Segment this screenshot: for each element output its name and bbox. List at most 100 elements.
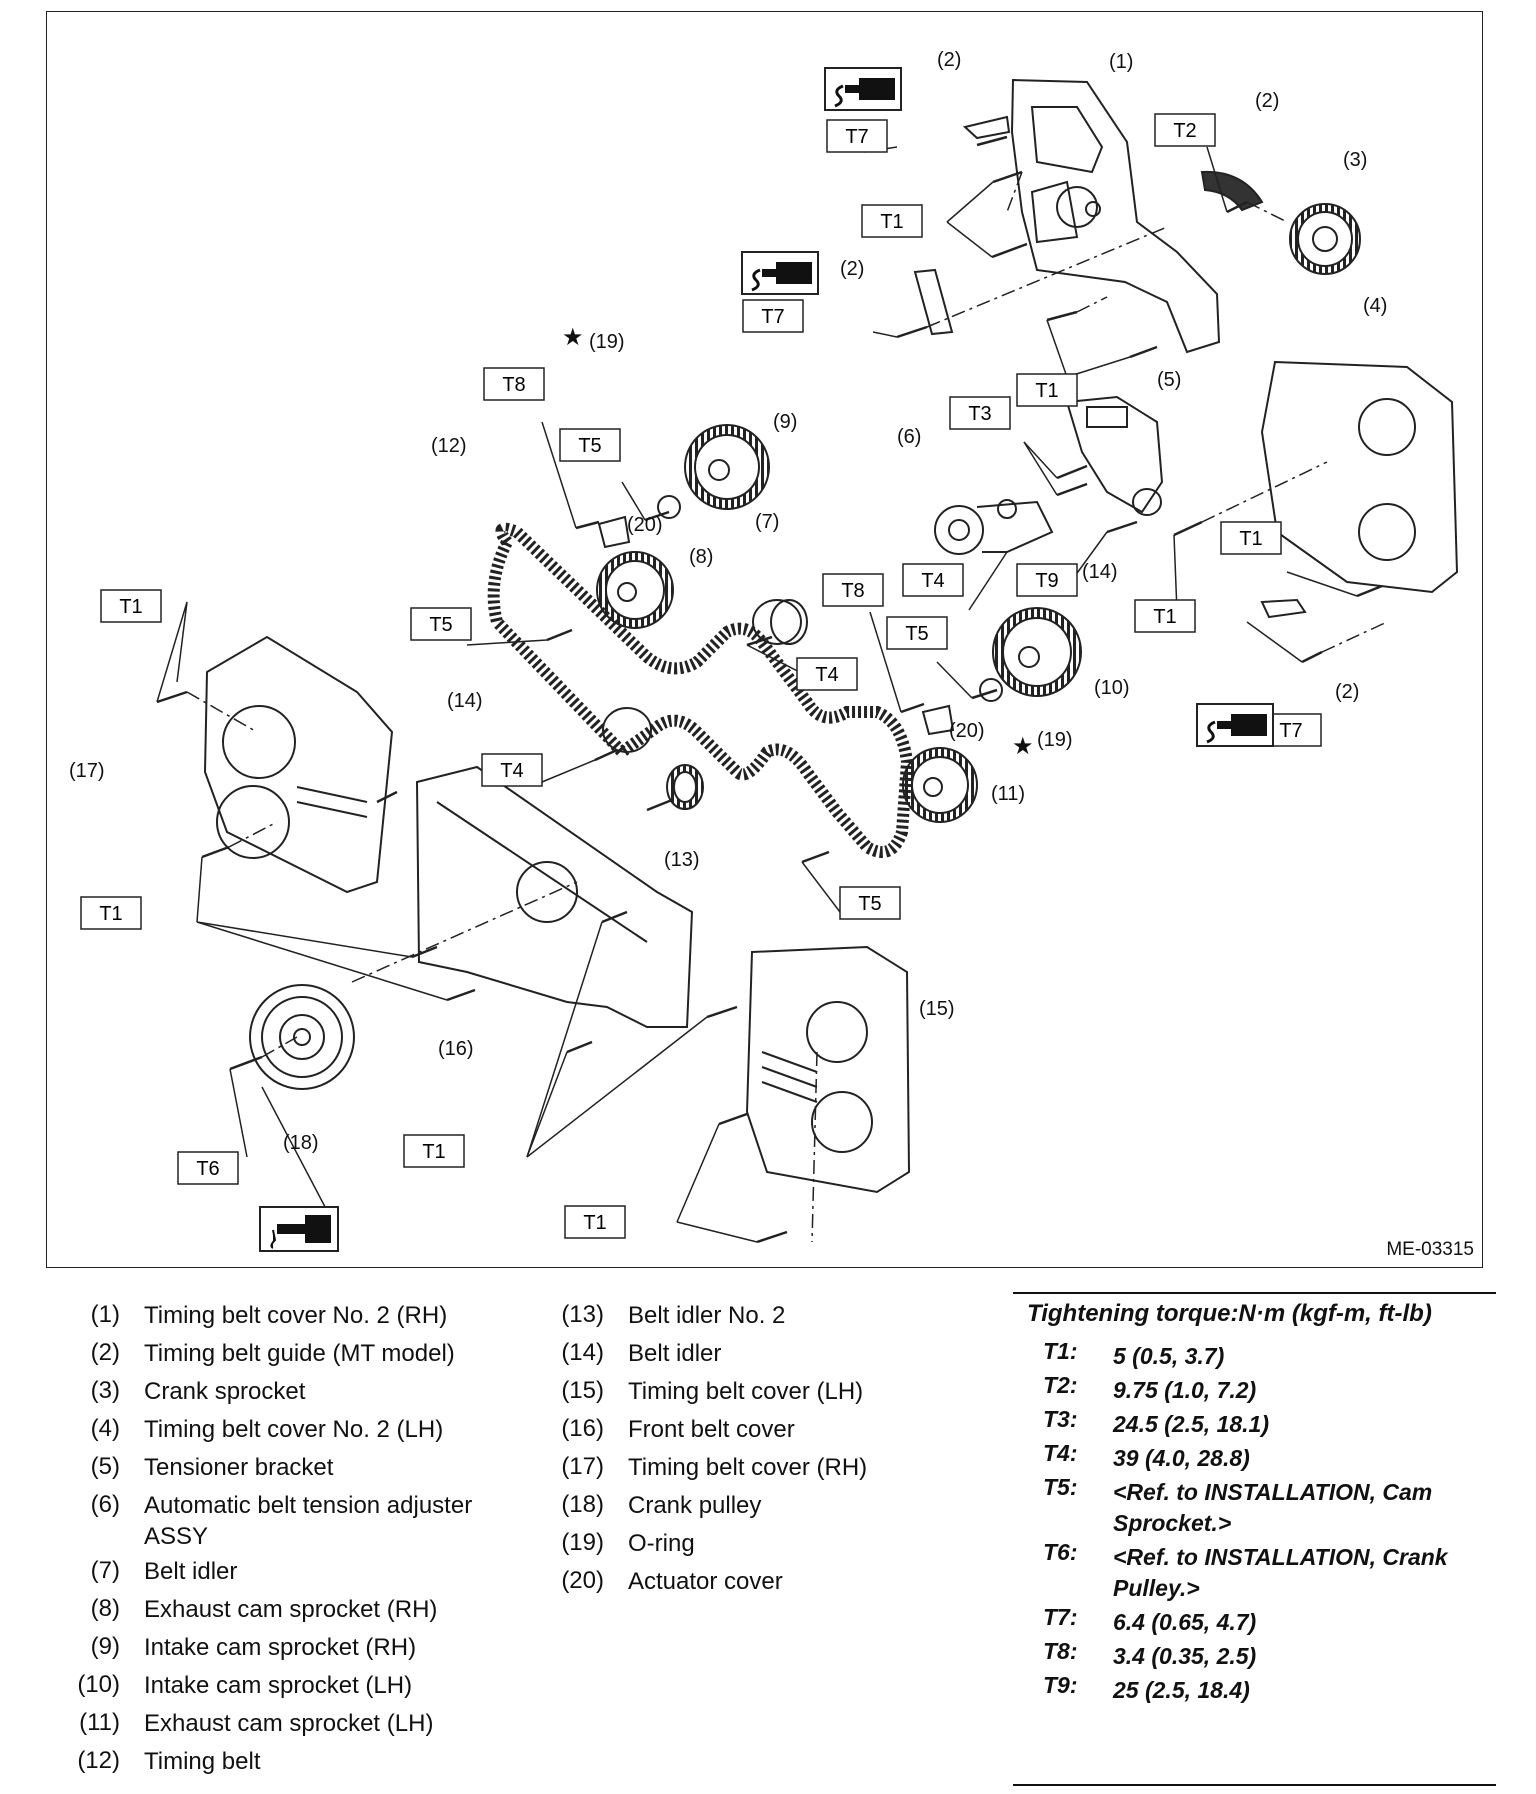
torque-tag-t7: T7 xyxy=(845,126,868,148)
callout-20: (20) xyxy=(627,514,663,536)
legend-part-name: Timing belt guide (MT model) xyxy=(144,1340,455,1367)
torque-value: 3.4 (0.35, 2.5) xyxy=(1113,1643,1257,1669)
replace-star-icon: ★ xyxy=(562,324,584,351)
callout-2: (2) xyxy=(840,258,864,280)
legend-part-name: Intake cam sprocket (RH) xyxy=(144,1634,417,1661)
legend-part-name: Timing belt xyxy=(144,1748,261,1775)
legend-left-column: (1)Timing belt cover No. 2 (RH)(2)Timing… xyxy=(48,1296,518,1780)
torque-value: 25 (2.5, 18.4) xyxy=(1113,1677,1250,1703)
torque-row: T8:3.4 (0.35, 2.5) xyxy=(1043,1638,1493,1672)
legend-number: (3) xyxy=(90,1377,120,1404)
belt-guide-part-a xyxy=(962,115,1011,140)
legend-number: (4) xyxy=(90,1415,120,1442)
torque-row: T6:<Ref. to INSTALLATION, Crank Pulley.> xyxy=(1043,1539,1493,1604)
torque-code: T9: xyxy=(1043,1672,1078,1698)
belt-guide-part-d xyxy=(1260,598,1307,619)
torque-row: T7:6.4 (0.65, 4.7) xyxy=(1043,1604,1493,1638)
legend-number: (16) xyxy=(561,1415,604,1442)
legend-part-name: Exhaust cam sprocket (RH) xyxy=(144,1596,438,1623)
torque-tag-t7: T7 xyxy=(1279,720,1302,742)
legend-number: (1) xyxy=(90,1301,120,1328)
legend-row: (14)Belt idler xyxy=(532,1334,972,1372)
torque-row: T9: 25 (2.5, 18.4) xyxy=(1043,1672,1493,1706)
callout-8: (8) xyxy=(689,546,713,568)
legend-row: (9)Intake cam sprocket (RH) xyxy=(48,1628,518,1666)
torque-top-rule xyxy=(1013,1292,1496,1294)
torque-tag-t5: T5 xyxy=(905,623,928,645)
liquid-gasket-icon-group xyxy=(259,67,1274,1252)
callout-14: (14) xyxy=(1082,561,1118,583)
exploded-diagram: T7 T2 T1 T7 T1 T3 T8 T5 T4 T9 T1 T1 T5 xyxy=(46,11,1483,1268)
torque-bottom-rule xyxy=(1013,1784,1496,1786)
torque-title: Tightening torque:N·m (kgf-m, ft-lb) xyxy=(1027,1300,1432,1327)
legend-number: (15) xyxy=(561,1377,604,1404)
torque-code: T7: xyxy=(1043,1604,1078,1630)
legend-number: (20) xyxy=(561,1567,604,1594)
legend-number: (18) xyxy=(561,1491,604,1518)
legend-row: (5)Tensioner bracket xyxy=(48,1448,518,1486)
torque-tag-t1: T1 xyxy=(1239,528,1262,550)
torque-row: T2:9.75 (1.0, 7.2) xyxy=(1043,1372,1493,1406)
belt-idler-no2-part xyxy=(666,764,704,810)
front-belt-cover-part xyxy=(415,765,694,1028)
callout-15: (15) xyxy=(919,998,955,1020)
crank-pulley-part xyxy=(249,984,355,1090)
legend-row: (20) Actuator cover xyxy=(532,1562,972,1600)
callout-13: (13) xyxy=(664,849,700,871)
torque-tag-t1: T1 xyxy=(119,596,142,618)
legend-number: (10) xyxy=(77,1671,120,1698)
legend-number: (2) xyxy=(90,1339,120,1366)
torque-value: 9.75 (1.0, 7.2) xyxy=(1113,1377,1257,1403)
torque-code: T1: xyxy=(1043,1338,1078,1364)
legend-number: (8) xyxy=(90,1595,120,1622)
leader-lines xyxy=(156,146,1358,1243)
torque-tag-t1: T1 xyxy=(1035,380,1058,402)
actuator-cover-part-b xyxy=(921,704,955,736)
legend-part-name: Crank sprocket xyxy=(144,1378,306,1405)
callout-19: (19) xyxy=(589,331,625,353)
legend-row: (15)Timing belt cover (LH) xyxy=(532,1372,972,1410)
timing-belt-cover-rh-part xyxy=(203,635,394,894)
legend-row: (19)O-ring xyxy=(532,1524,972,1562)
torque-tag-t7: T7 xyxy=(761,306,784,328)
o-ring-part-a xyxy=(657,495,681,519)
legend-row: (6)Automatic belt tension adjuster ASSY xyxy=(48,1486,518,1552)
torque-tag-t4: T4 xyxy=(500,760,523,782)
legend-row: (3) Crank sprocket xyxy=(48,1372,518,1410)
callout-17: (17) xyxy=(69,760,105,782)
legend-row: (18)Crank pulley xyxy=(532,1486,972,1524)
callout-7: (7) xyxy=(755,511,779,533)
torque-tag-t3: T3 xyxy=(968,403,991,425)
torque-tag-t6: T6 xyxy=(196,1158,219,1180)
torque-tag-t5: T5 xyxy=(858,893,881,915)
torque-tag-t4: T4 xyxy=(815,664,838,686)
belt-tension-adjuster-part xyxy=(934,499,1054,555)
legend-part-name: Timing belt cover No. 2 (LH) xyxy=(144,1416,444,1443)
liquid-gasket-icon xyxy=(1196,703,1274,747)
torque-value: <Ref. to INSTALLATION, Cam Sprocket.> xyxy=(1113,1479,1433,1536)
torque-tag-t1: T1 xyxy=(1153,606,1176,628)
legend-number: (6) xyxy=(90,1491,120,1518)
drawing-code: ME-03315 xyxy=(1386,1239,1474,1260)
exhaust-cam-sprocket-rh-part xyxy=(596,551,674,629)
legend-number: (11) xyxy=(79,1709,120,1736)
actuator-cover-part-a xyxy=(597,515,631,549)
legend-number: (19) xyxy=(561,1529,604,1556)
legend-part-name: Actuator cover xyxy=(628,1568,783,1595)
exhaust-cam-sprocket-lh-part xyxy=(902,747,978,823)
cover-no2-lh-part xyxy=(1260,360,1459,594)
o-ring-part-b xyxy=(979,678,1003,702)
torque-row: T1:5 (0.5, 3.7) xyxy=(1043,1338,1493,1372)
callout-1: (1) xyxy=(1109,51,1133,73)
torque-row: T3:24.5 (2.5, 18.1) xyxy=(1043,1406,1493,1440)
legend-row: (8) Exhaust cam sprocket (RH) xyxy=(48,1590,518,1628)
torque-value: 24.5 (2.5, 18.1) xyxy=(1113,1411,1269,1437)
legend-number: (12) xyxy=(77,1747,120,1774)
torque-value: 39 (4.0, 28.8) xyxy=(1113,1445,1250,1471)
callout-5: (5) xyxy=(1157,369,1181,391)
legend-number: (13) xyxy=(561,1301,604,1328)
torque-tag-t2: T2 xyxy=(1173,120,1196,142)
torque-tag-t8: T8 xyxy=(502,374,525,396)
legend-part-name: Exhaust cam sprocket (LH) xyxy=(144,1710,434,1737)
belt-idler-part-7 xyxy=(752,599,808,645)
